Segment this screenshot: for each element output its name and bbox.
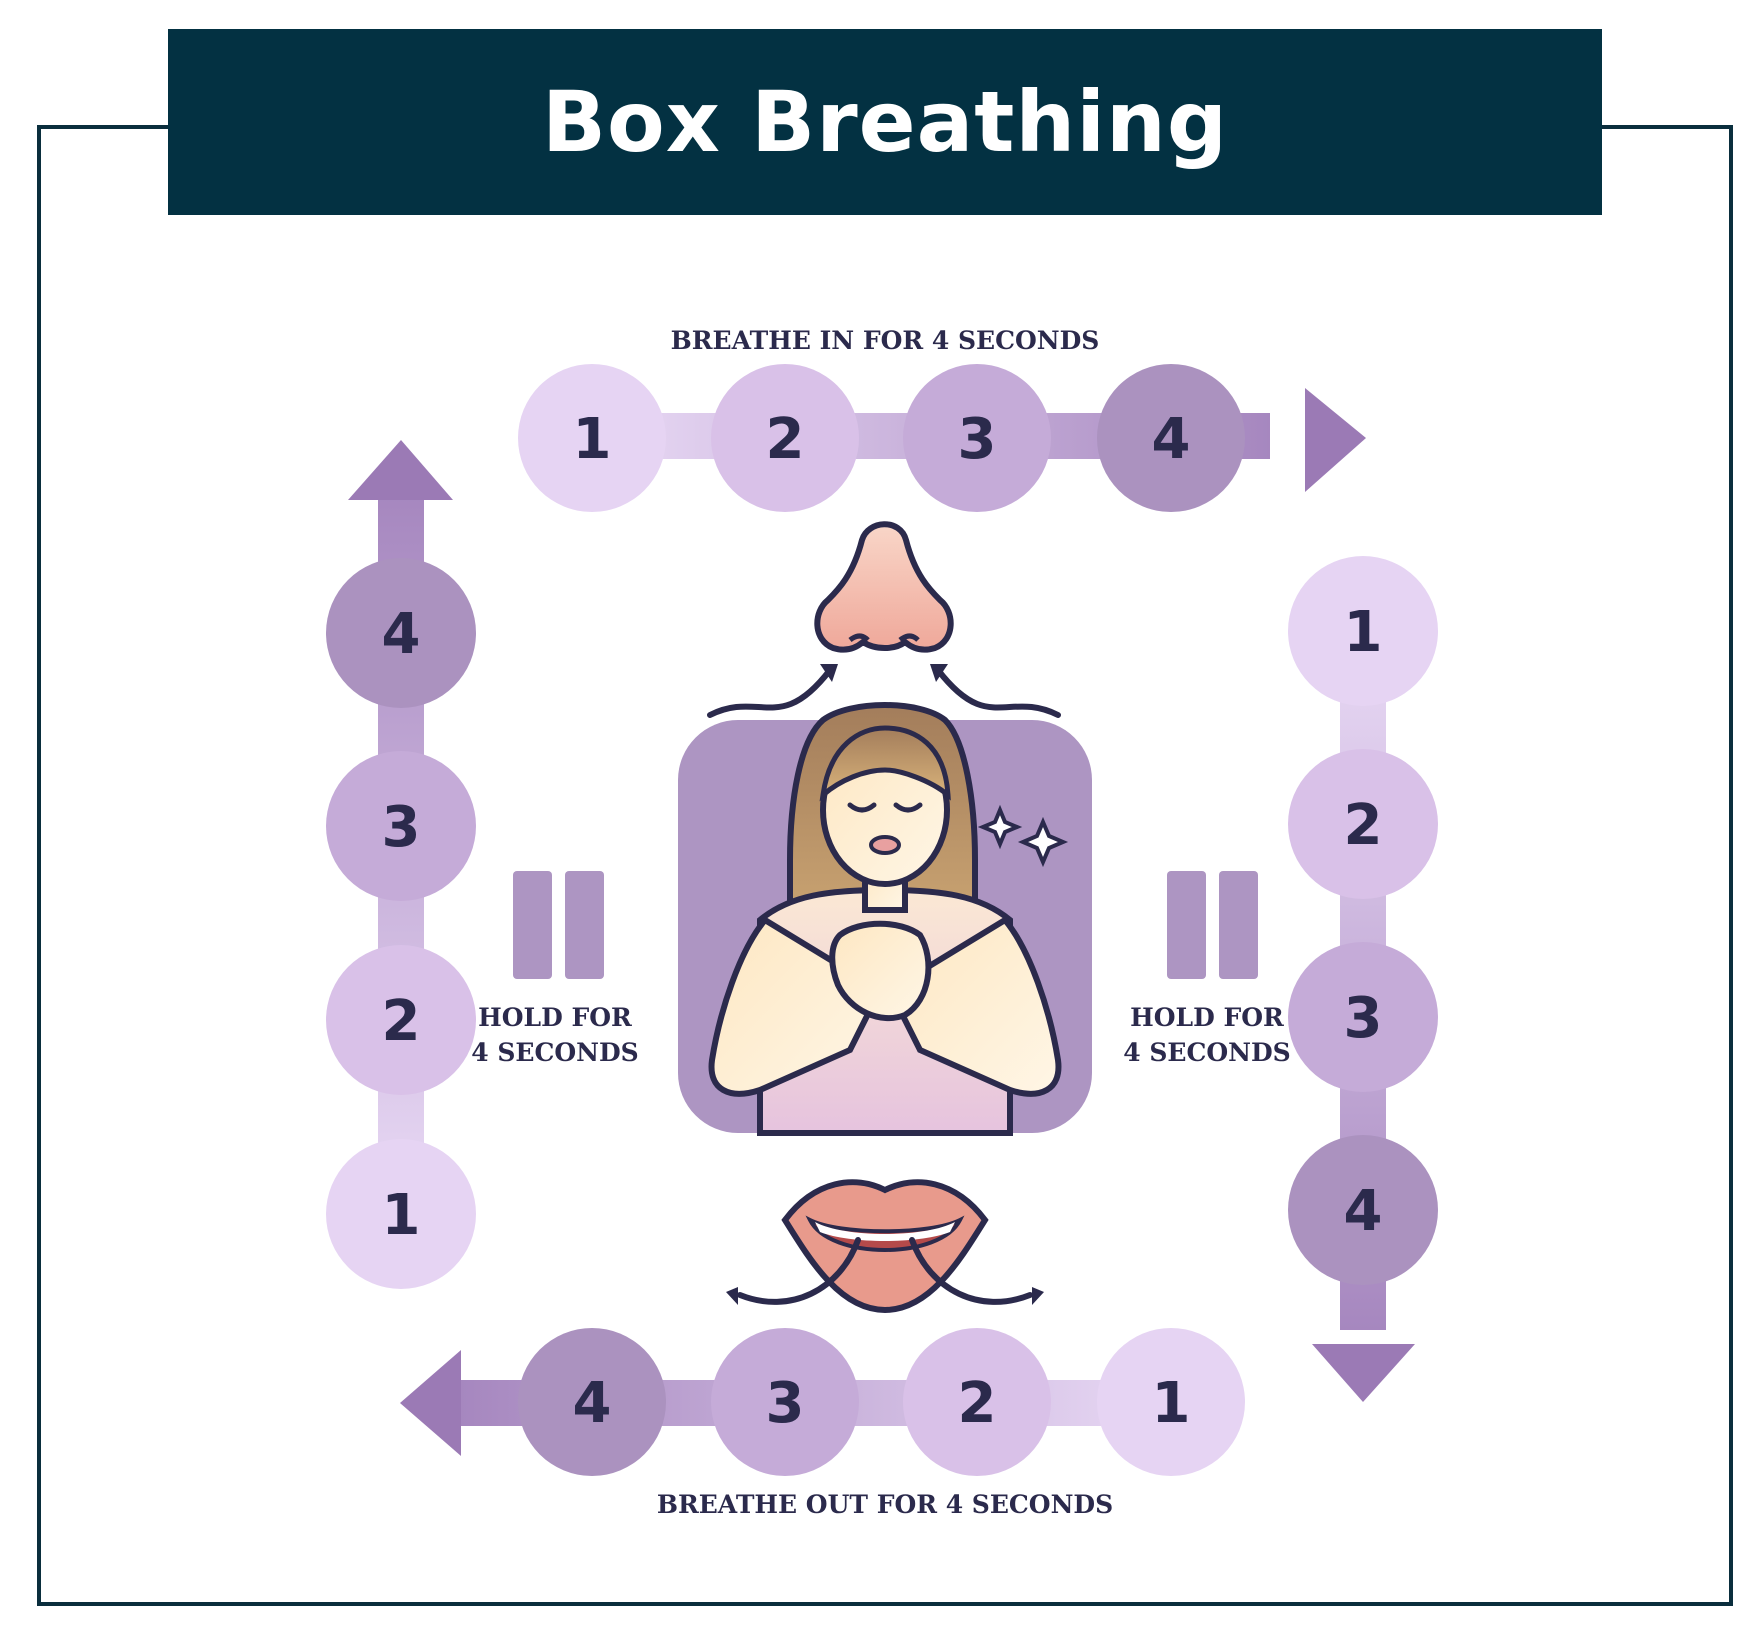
arrow-up-icon	[348, 440, 453, 500]
svg-text:2: 2	[958, 1371, 997, 1436]
svg-text:4: 4	[1152, 407, 1191, 472]
left-step-2: 2	[326, 945, 476, 1095]
hold-right-label-line1: HOLD FOR	[1130, 1003, 1284, 1032]
hold-right-label-line2: 4 SECONDS	[1123, 1038, 1291, 1067]
svg-text:1: 1	[1344, 600, 1383, 665]
pause-icon	[1167, 871, 1258, 979]
svg-text:3: 3	[382, 795, 421, 860]
breathe-in-label: BREATHE IN FOR 4 SECONDS	[670, 326, 1100, 355]
top-step-2: 2	[711, 364, 859, 512]
right-step-3: 3	[1288, 942, 1438, 1092]
exhale-arrows-icon	[726, 1237, 1044, 1305]
bottom-step-4: 4	[518, 1328, 666, 1476]
page-title: Box Breathing	[542, 73, 1228, 171]
pause-icon	[513, 871, 604, 979]
svg-text:3: 3	[766, 1371, 805, 1436]
breathe-out-label: BREATHE OUT FOR 4 SECONDS	[656, 1490, 1114, 1519]
nose-icon	[814, 521, 954, 653]
bottom-step-3: 3	[711, 1328, 859, 1476]
right-step-1: 1	[1288, 556, 1438, 706]
right-step-4: 4	[1288, 1135, 1438, 1285]
left-step-1: 1	[326, 1139, 476, 1289]
bottom-step-2: 2	[903, 1328, 1051, 1476]
inhale-arrows-icon	[707, 664, 1061, 718]
woman-breathing-icon	[678, 702, 1092, 1136]
sparkle-icon	[977, 804, 1023, 850]
sparkle-icon	[1017, 816, 1069, 868]
svg-text:2: 2	[766, 407, 805, 472]
svg-text:4: 4	[573, 1371, 612, 1436]
top-step-4: 4	[1097, 364, 1245, 512]
left-step-4: 4	[326, 558, 476, 708]
svg-text:3: 3	[958, 407, 997, 472]
svg-text:3: 3	[1344, 986, 1383, 1051]
arrow-down-icon	[1312, 1344, 1415, 1402]
top-step-3: 3	[903, 364, 1051, 512]
top-step-1: 1	[518, 364, 666, 512]
hold-left-label-line1: HOLD FOR	[478, 1003, 632, 1032]
svg-text:2: 2	[1344, 793, 1383, 858]
left-step-3: 3	[326, 751, 476, 901]
title-banner: Box Breathing	[168, 29, 1602, 215]
arrow-right-icon	[1305, 388, 1366, 492]
arrow-left-icon	[400, 1350, 461, 1456]
right-step-2: 2	[1288, 749, 1438, 899]
svg-text:1: 1	[1152, 1371, 1191, 1436]
svg-text:2: 2	[382, 989, 421, 1054]
bottom-step-1: 1	[1097, 1328, 1245, 1476]
svg-text:4: 4	[1344, 1179, 1383, 1244]
svg-text:1: 1	[382, 1183, 421, 1248]
hold-left-label-line2: 4 SECONDS	[471, 1038, 639, 1067]
svg-text:4: 4	[382, 602, 421, 667]
svg-text:1: 1	[573, 407, 612, 472]
